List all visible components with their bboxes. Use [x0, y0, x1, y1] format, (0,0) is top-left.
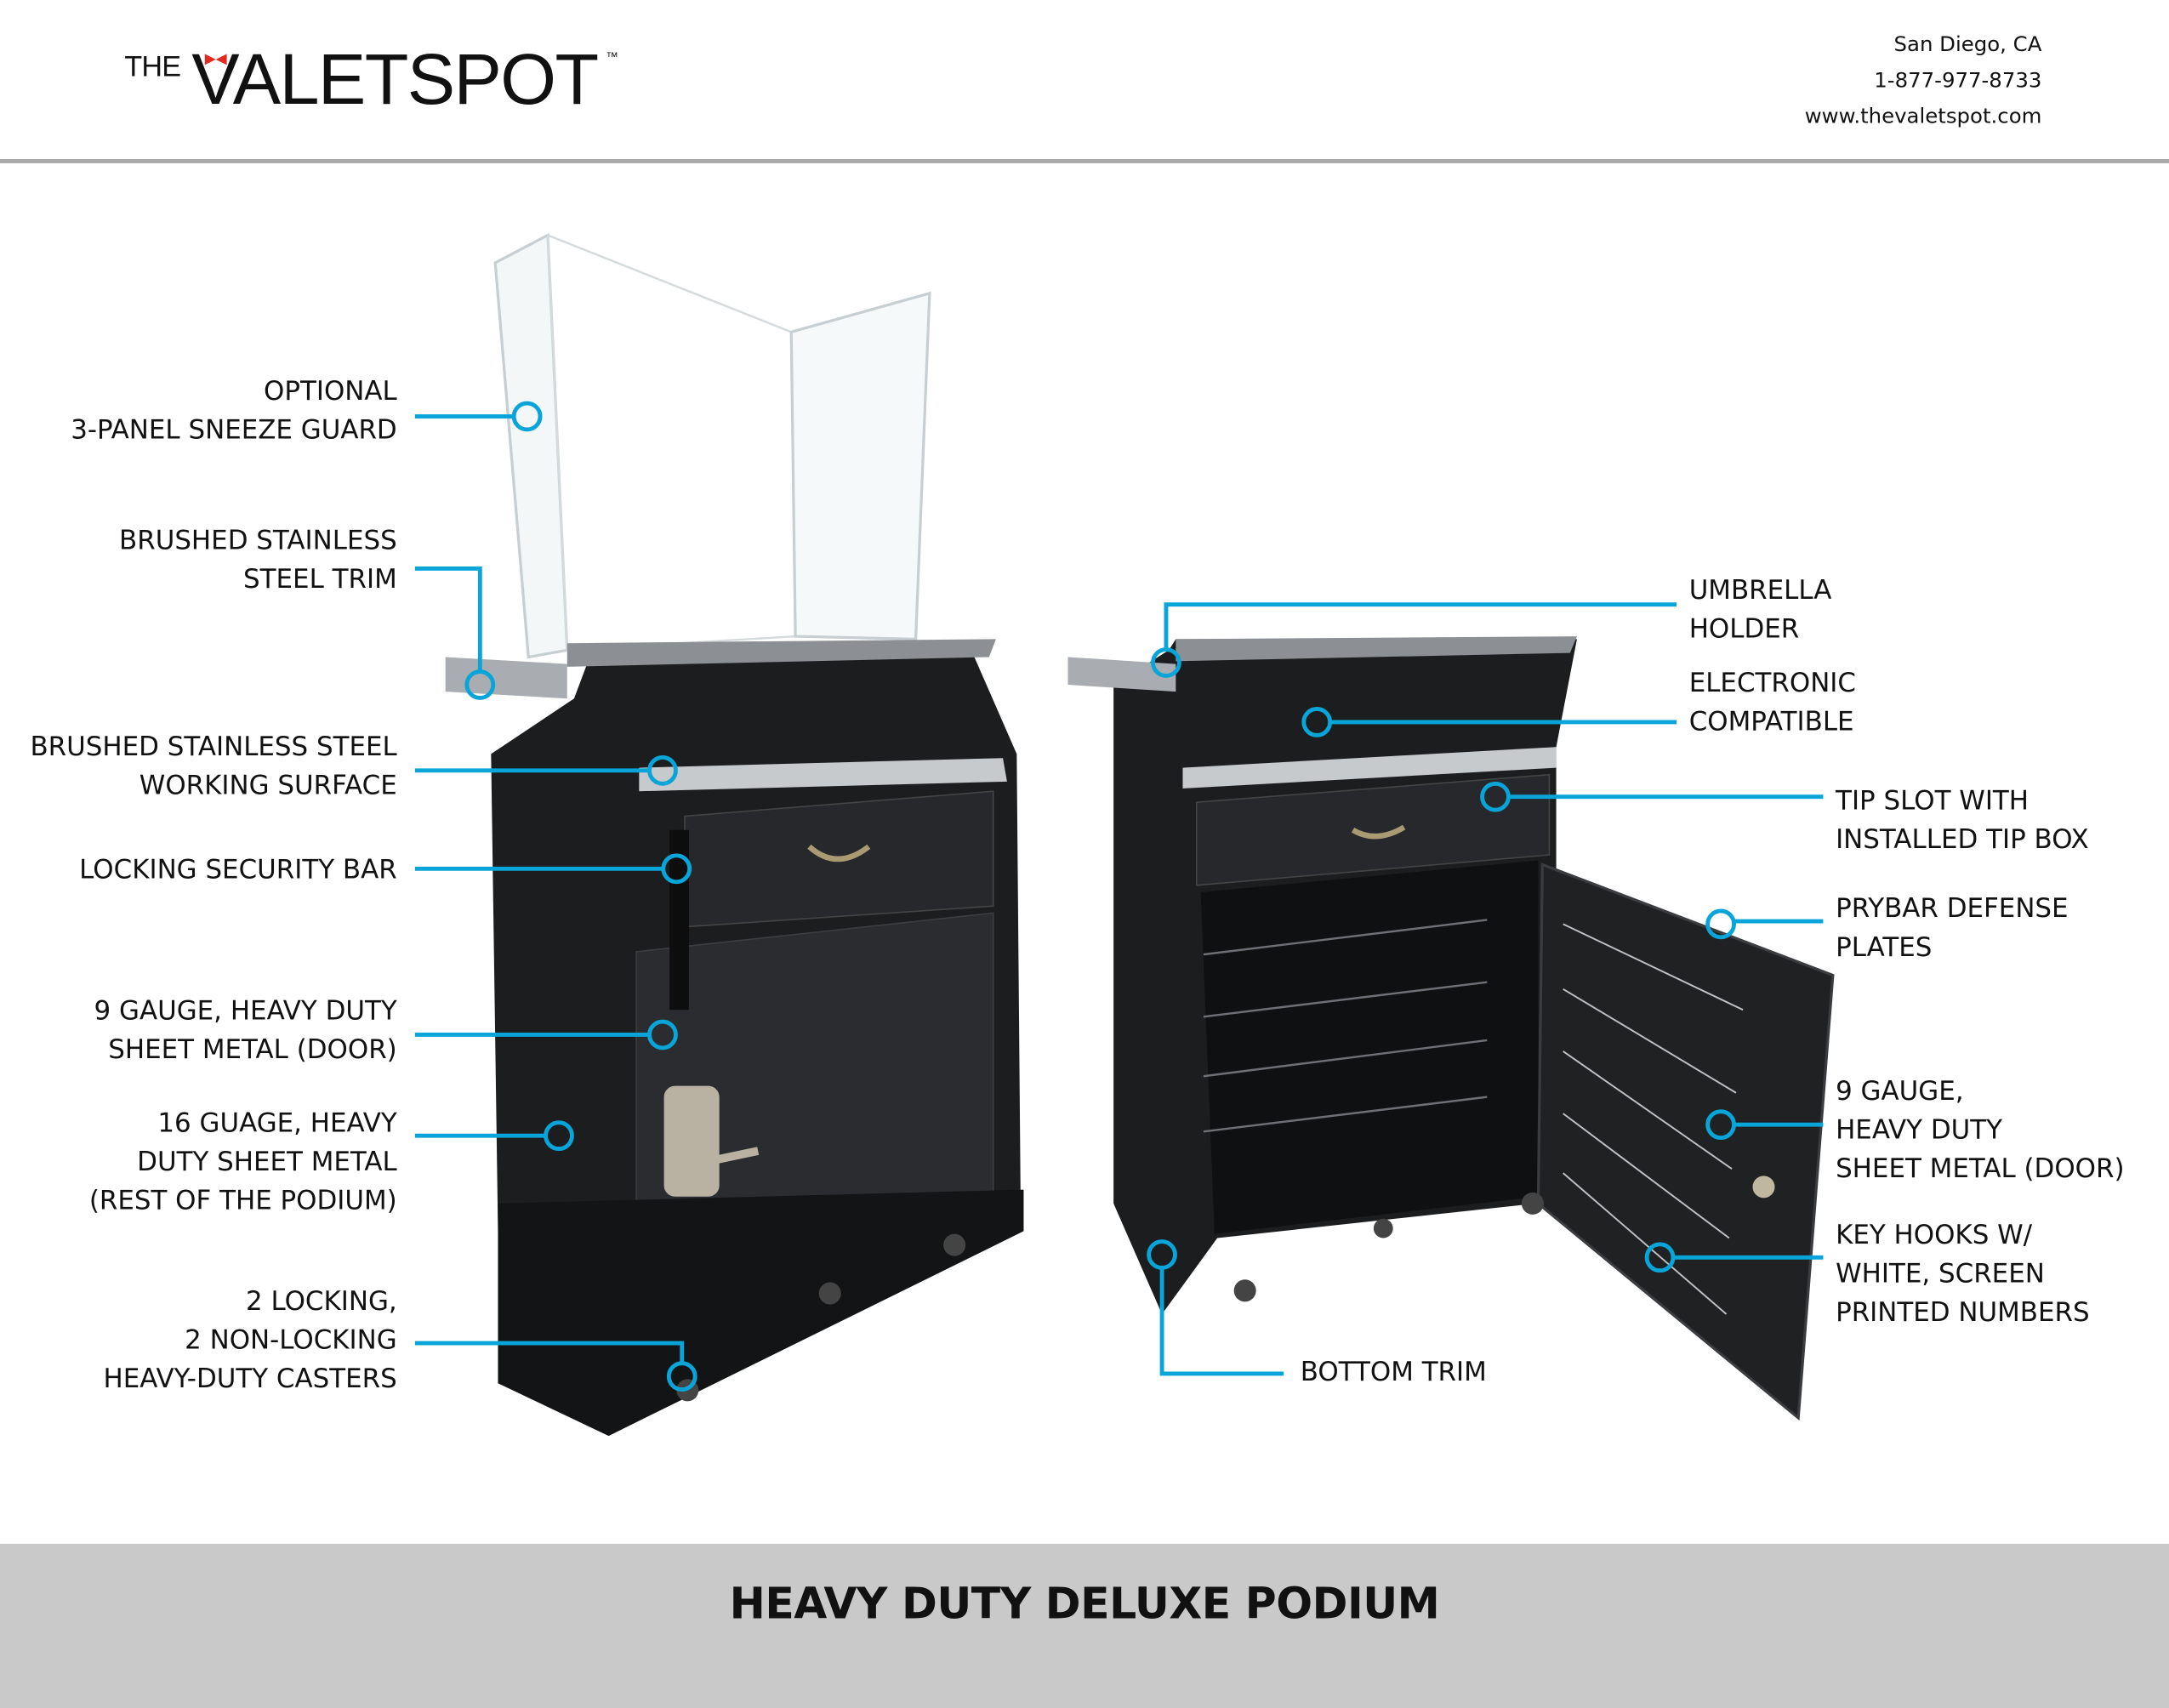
label-line: BRUSHED STAINLESS	[119, 525, 397, 556]
marker-umbrella	[1151, 647, 1181, 678]
connector-casters	[414, 1341, 685, 1363]
label-sneeze-guard: OPTIONAL 3-PANEL SNEEZE GUARD	[71, 372, 397, 449]
marker-key-hooks	[1644, 1242, 1676, 1273]
marker-tip-slot	[1480, 781, 1511, 812]
podium-illustrations	[414, 232, 1835, 1437]
label-line: 9 GAUGE, HEAVY DUTY	[94, 995, 397, 1027]
marker-door-right	[1705, 1109, 1736, 1141]
label-casters: 2 LOCKING, 2 NON-LOCKING HEAVY-DUTY CAST…	[104, 1283, 397, 1399]
connector-umbrella	[1164, 602, 1677, 649]
label-line: SHEET METAL (DOOR)	[1836, 1153, 2125, 1185]
marker-sneeze-guard	[511, 401, 543, 432]
marker-trim	[464, 669, 496, 700]
marker-16-gauge	[544, 1120, 574, 1152]
label-security-bar: LOCKING SECURITY BAR	[79, 851, 397, 890]
label-umbrella: UMBRELLA HOLDER	[1689, 572, 1832, 649]
label-line: BOTTOM TRIM	[1300, 1357, 1487, 1388]
label-key-hooks: KEY HOOKS W/ WHITE, SCREEN PRINTED NUMBE…	[1836, 1216, 2090, 1333]
label-16-gauge: 16 GUAGE, HEAVY DUTY SHEET METAL (REST O…	[89, 1104, 397, 1221]
marker-prybar	[1705, 908, 1736, 940]
label-door-9-gauge: 9 GAUGE, HEAVY DUTY SHEET METAL (DOOR)	[94, 992, 397, 1069]
left-podium-image	[445, 232, 1024, 1437]
label-line: HEAVY-DUTY CASTERS	[103, 1364, 397, 1395]
connector-trim	[414, 566, 482, 671]
marker-casters	[666, 1361, 697, 1392]
label-line: ELECTRONIC	[1688, 668, 1857, 699]
label-line: 2 LOCKING,	[245, 1286, 397, 1318]
label-tip-slot: TIP SLOT WITH INSTALLED TIP BOX	[1836, 782, 2089, 859]
marker-security-bar	[661, 853, 692, 885]
label-line: WHITE, SCREEN	[1836, 1258, 2045, 1290]
label-working-surface: BRUSHED STAINLESS STEEL WORKING SURFACE	[30, 727, 396, 805]
label-line: LOCKING SECURITY BAR	[79, 855, 397, 885]
product-title: HEAVY DUTY DELUXE PODIUM	[729, 1580, 1440, 1630]
callout-connectors	[414, 401, 1824, 1392]
label-line: UMBRELLA	[1688, 575, 1832, 606]
marker-door-9-gauge	[647, 1019, 678, 1050]
label-line: HOLDER	[1688, 614, 1800, 645]
label-line: 2 NON-LOCKING	[185, 1324, 397, 1356]
label-line: COMPATIBLE	[1688, 707, 1854, 737]
label-line: PRYBAR DEFENSE	[1836, 893, 2069, 925]
marker-bottom-trim	[1147, 1239, 1177, 1270]
label-line: BRUSHED STAINLESS STEEL	[30, 732, 397, 763]
label-trim: BRUSHED STAINLESS STEEL TRIM	[119, 521, 397, 599]
label-door-right: 9 GAUGE, HEAVY DUTY SHEET METAL (DOOR)	[1836, 1072, 2124, 1188]
company-logo: THE VALETSPOT ™	[124, 42, 618, 125]
label-line: 3-PANEL SNEEZE GUARD	[71, 414, 397, 446]
label-line: HEAVY DUTY	[1836, 1114, 2002, 1146]
label-line: TIP SLOT WITH	[1836, 785, 2030, 817]
label-line: WORKING SURFACE	[139, 770, 397, 801]
label-prybar: PRYBAR DEFENSE PLATES	[1836, 890, 2068, 967]
contact-info: San Diego, CA 1-877-977-8733 www.thevale…	[1805, 26, 2042, 134]
header-divider	[0, 159, 2169, 163]
footer-band: HEAVY DUTY DELUXE PODIUM	[0, 1543, 2169, 1708]
marker-electronic	[1301, 707, 1333, 737]
contact-city: San Diego, CA	[1893, 31, 2042, 57]
right-podium-image	[1067, 636, 1835, 1421]
label-bottom-trim: BOTTOM TRIM	[1301, 1353, 1487, 1392]
marker-working-surface	[647, 754, 678, 786]
label-line: SHEET METAL (DOOR)	[108, 1034, 397, 1066]
label-line: PRINTED NUMBERS	[1836, 1297, 2090, 1329]
label-line: KEY HOOKS W/	[1836, 1220, 2033, 1251]
label-line: OPTIONAL	[264, 376, 397, 407]
connector-bottom-trim	[1159, 1268, 1284, 1376]
label-line: INSTALLED TIP BOX	[1836, 824, 2089, 856]
label-line: 16 GUAGE, HEAVY	[157, 1107, 397, 1139]
logo-prefix: THE	[124, 51, 181, 83]
label-line: PLATES	[1836, 932, 1933, 963]
contact-phone: 1-877-977-8733	[1874, 67, 2042, 93]
contact-website: www.thevaletspot.com	[1804, 103, 2042, 129]
bowtie-icon	[204, 54, 227, 65]
label-line: 9 GAUGE,	[1836, 1076, 1964, 1107]
label-line: DUTY SHEET METAL	[137, 1147, 397, 1177]
label-line: (REST OF THE PODIUM)	[88, 1185, 397, 1216]
logo-name: VALETSPOT	[191, 40, 599, 121]
logo-trademark: ™	[606, 49, 618, 64]
label-electronic: ELECTRONIC COMPATIBLE	[1689, 664, 1856, 742]
label-line: STEEL TRIM	[243, 564, 397, 595]
